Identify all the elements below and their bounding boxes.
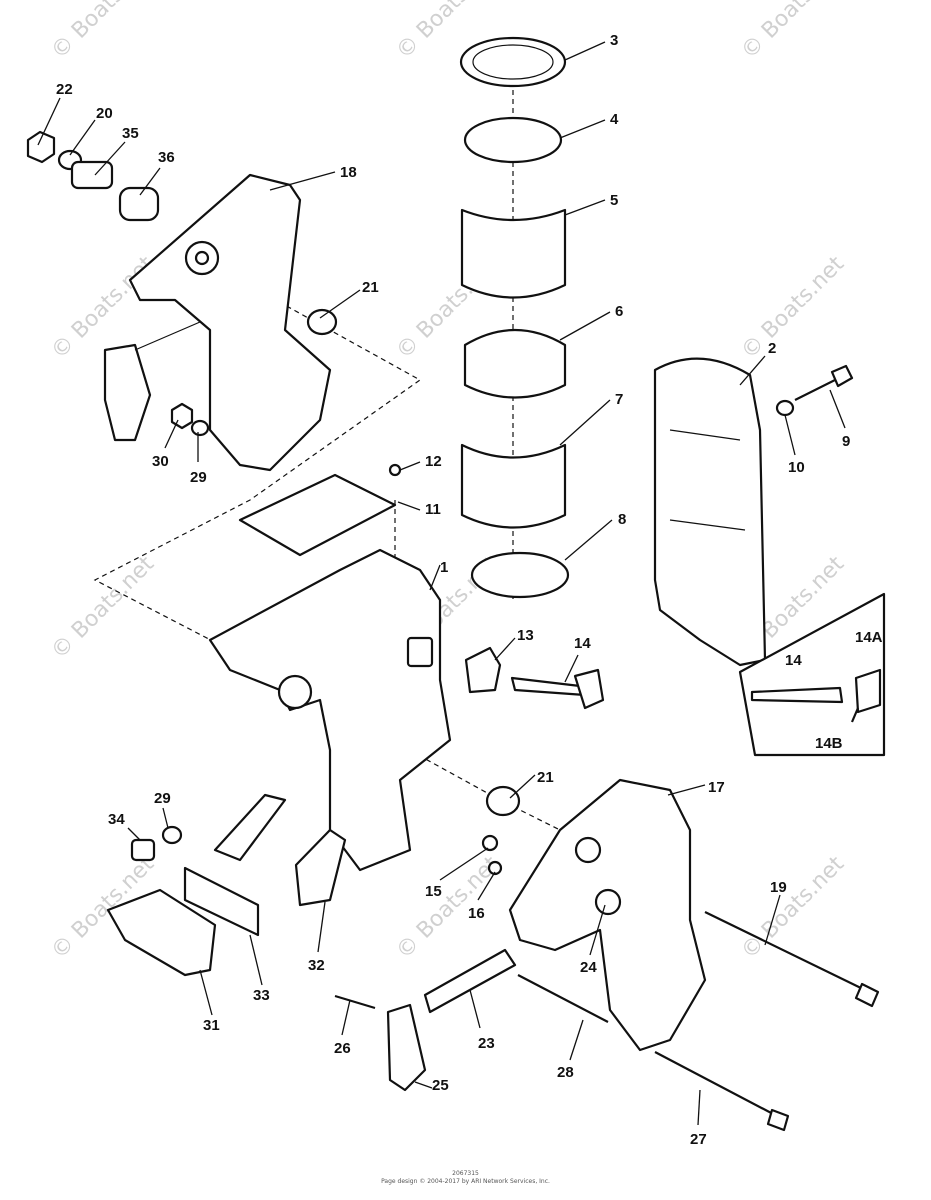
callout-26: 26 bbox=[334, 1040, 351, 1057]
callout-34: 34 bbox=[108, 811, 125, 828]
hardware-stack-top-left bbox=[26, 130, 160, 222]
callout-5: 5 bbox=[610, 192, 618, 209]
callout-28: 28 bbox=[557, 1064, 574, 1081]
swivel-bushing-stack bbox=[459, 36, 570, 599]
left-clamp-bracket bbox=[103, 173, 332, 472]
callout-2: 2 bbox=[768, 340, 776, 357]
callout-10: 10 bbox=[788, 459, 805, 476]
callout-29: 29 bbox=[190, 469, 207, 486]
watermark: © Boats.net bbox=[737, 851, 850, 964]
detail-inset bbox=[738, 592, 886, 757]
callout-6: 6 bbox=[615, 303, 623, 320]
watermark: © Boats.net bbox=[47, 0, 160, 64]
swivel-bracket bbox=[208, 463, 452, 872]
callout-3: 3 bbox=[610, 32, 618, 49]
callout-23: 23 bbox=[478, 1035, 495, 1052]
callout-12: 12 bbox=[425, 453, 442, 470]
callout-32: 32 bbox=[308, 957, 325, 974]
callout-22: 22 bbox=[56, 81, 73, 98]
footer-copyright: Page design © 2004-2017 by ARI Network S… bbox=[381, 1178, 550, 1185]
right-clamp-bracket bbox=[508, 778, 707, 1052]
callout-labels: 1 2 3 4 5 6 7 8 9 10 11 12 13 14 14 14A … bbox=[56, 32, 883, 1148]
callout-31: 31 bbox=[203, 1017, 220, 1034]
callout-9: 9 bbox=[842, 433, 850, 450]
callout-21-lower: 21 bbox=[537, 769, 554, 786]
watermark: © Boats.net bbox=[737, 251, 850, 364]
callout-24: 24 bbox=[580, 959, 597, 976]
callout-14b: 14B bbox=[815, 735, 843, 752]
callout-33: 33 bbox=[253, 987, 270, 1004]
callout-14: 14 bbox=[574, 635, 591, 652]
footer-code: 2067315 bbox=[452, 1170, 479, 1177]
lower-left-hardware bbox=[106, 793, 347, 977]
callout-35: 35 bbox=[122, 125, 139, 142]
callout-14a: 14A bbox=[855, 629, 883, 646]
long-bolts-right bbox=[517, 911, 880, 1132]
callout-20: 20 bbox=[96, 105, 113, 122]
callout-13: 13 bbox=[517, 627, 534, 644]
watermark: © Boats.net bbox=[737, 0, 850, 64]
callout-11: 11 bbox=[425, 501, 441, 518]
callout-16: 16 bbox=[468, 905, 485, 922]
washer-center bbox=[481, 785, 521, 876]
bolt-and-washer-right bbox=[775, 364, 854, 417]
callout-36: 36 bbox=[158, 149, 175, 166]
callout-21: 21 bbox=[362, 279, 379, 296]
callout-14-inset: 14 bbox=[785, 652, 802, 669]
watermark: © Boats.net bbox=[47, 551, 160, 664]
leader-lines bbox=[37, 41, 846, 1126]
callout-4: 4 bbox=[610, 111, 619, 128]
callout-15: 15 bbox=[425, 883, 442, 900]
callout-18: 18 bbox=[340, 164, 357, 181]
callout-30: 30 bbox=[152, 453, 169, 470]
callout-29-lower: 29 bbox=[154, 790, 171, 807]
swivel-housing bbox=[653, 357, 767, 667]
callout-27: 27 bbox=[690, 1131, 707, 1148]
tilt-lock-parts bbox=[406, 636, 605, 710]
callout-25: 25 bbox=[432, 1077, 449, 1094]
callout-19: 19 bbox=[770, 879, 787, 896]
watermark: © Boats.net bbox=[392, 851, 505, 964]
callout-1: 1 bbox=[440, 559, 448, 576]
tilt-lever-assembly bbox=[334, 948, 517, 1092]
callout-17: 17 bbox=[708, 779, 725, 796]
callout-7: 7 bbox=[615, 391, 623, 408]
callout-8: 8 bbox=[618, 511, 626, 528]
